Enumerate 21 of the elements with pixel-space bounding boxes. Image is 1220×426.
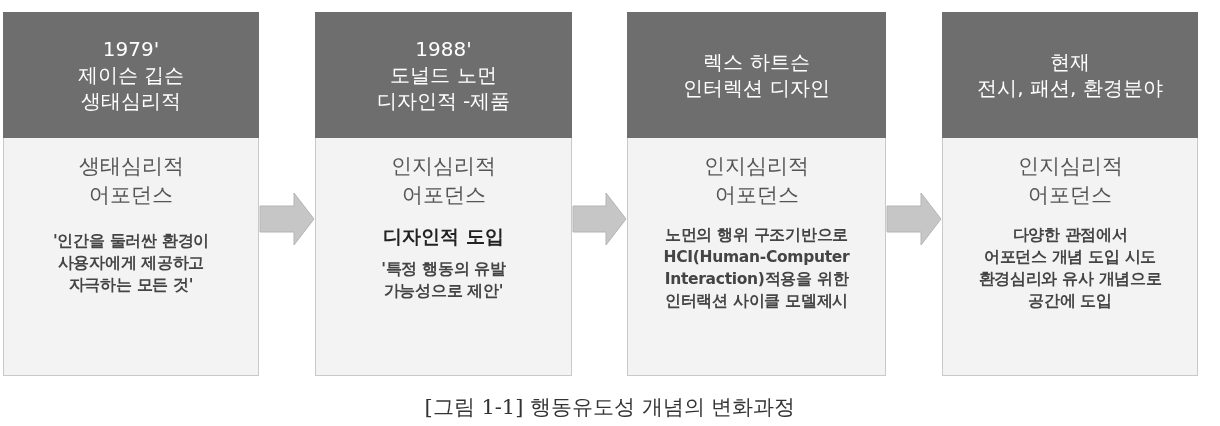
description-text: 노먼의 행위 구조기반으로 HCI(Human-Computer Interaction)적용을 위한 인터랙션 사이클 모델제시 xyxy=(663,224,850,312)
header-band: 1988' 도널드 노먼 디자인적 -제품 xyxy=(315,12,572,138)
header-band: 1979' 제이슨 깁슨 생태심리적 xyxy=(3,12,259,138)
title-text: 인지심리적 어포던스 xyxy=(1017,153,1123,209)
stage-card xyxy=(942,12,1198,376)
block-arrow xyxy=(572,192,627,246)
block-arrow xyxy=(259,192,315,246)
highlight-text: 디자인적 도입 xyxy=(383,223,504,249)
title-text: 인지심리적 어포던스 xyxy=(704,153,809,209)
title-text: 인지심리적 어포던스 xyxy=(391,153,496,209)
header-band: 렉스 하트슨 인터렉션 디자인 xyxy=(627,12,886,138)
description-text: '인간을 둘러싼 환경이 사용자에게 제공하고 자극하는 모든 것' xyxy=(53,230,209,296)
description-text: 다양한 관점에서 어포던스 개념 도입 시도 환경심리와 유사 개념으로 공간에 도입 xyxy=(978,224,1162,312)
stage-card xyxy=(315,12,572,376)
description-text: '특정 행동의 유발 가능성으로 제안' xyxy=(381,258,506,302)
title-text: 생태심리적 어포던스 xyxy=(78,153,184,209)
block-arrow xyxy=(886,192,942,246)
stage-card xyxy=(3,12,259,376)
figure-caption: [그림 1-1] 행동유도성 개념의 변화과정 xyxy=(424,394,796,421)
stage-card xyxy=(627,12,886,376)
header-band: 현재 전시, 패션, 환경분야 xyxy=(942,12,1198,138)
